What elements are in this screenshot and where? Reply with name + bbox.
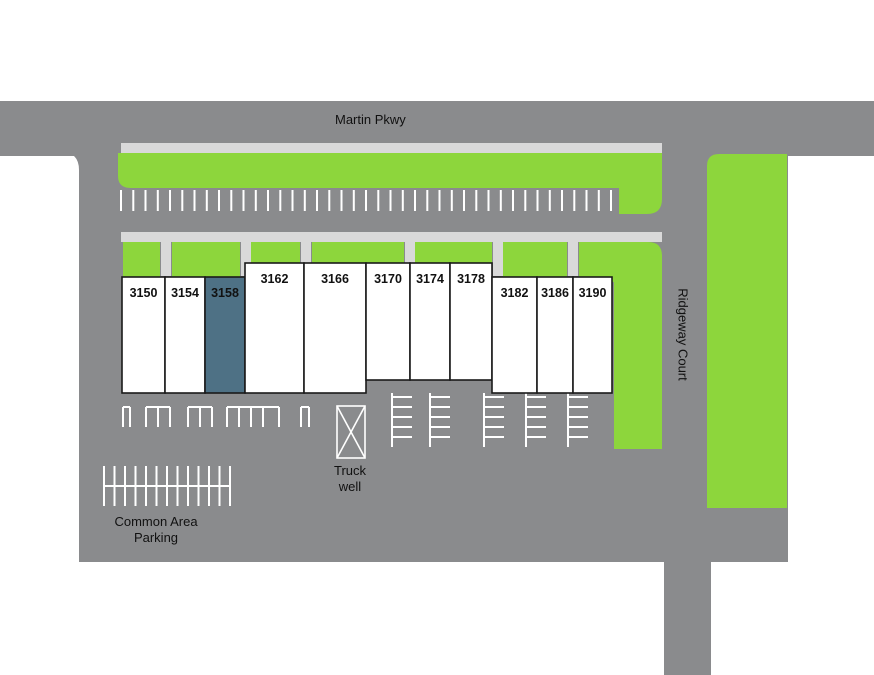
- curb-post-0: [161, 242, 171, 276]
- front-stall-group-1: [145, 406, 171, 427]
- unit-label-3158: 3158: [211, 286, 239, 300]
- unit-label-3154: 3154: [171, 286, 199, 300]
- truck-well-label: Truck well: [320, 463, 380, 495]
- unit-3186[interactable]: [536, 276, 574, 394]
- unit-label-3170: 3170: [374, 272, 402, 286]
- parking-stripes: [103, 190, 612, 506]
- unit-label-3150: 3150: [129, 286, 158, 300]
- north-curb: [121, 143, 662, 153]
- truck-well: [336, 405, 366, 459]
- unit-label-3186: 3186: [541, 286, 569, 300]
- unit-label-3162: 3162: [260, 272, 289, 286]
- curb-posts: [161, 242, 578, 276]
- inner-curb: [121, 232, 662, 242]
- unit-label-3174: 3174: [416, 272, 444, 286]
- martin-pkwy-label: Martin Pkwy: [335, 112, 406, 127]
- north-parking-row: [120, 190, 612, 211]
- north-grass-strip: [118, 153, 662, 214]
- unit-label-3182: 3182: [500, 286, 529, 300]
- common-area-parking-label: Common Area Parking: [96, 514, 216, 546]
- front-stall-group-4: [300, 406, 310, 427]
- unit-3158[interactable]: [204, 276, 246, 394]
- east-grass-strip: [614, 242, 662, 449]
- grass-block-1: [172, 242, 240, 282]
- front-stall-group-2: [187, 406, 213, 427]
- front-stall-group-3: [226, 406, 280, 427]
- stall-ladder-2: [483, 393, 504, 447]
- unit-3162[interactable]: [244, 262, 305, 394]
- unit-3166[interactable]: [303, 262, 367, 394]
- stall-ladder-4: [567, 393, 588, 447]
- unit-3170[interactable]: [365, 262, 411, 381]
- grass-block-6: [579, 242, 620, 282]
- common-area-line-1: Common Area: [114, 514, 198, 529]
- grass-block-5: [503, 242, 567, 282]
- unit-label-3178: 3178: [457, 272, 485, 286]
- stall-ladder-0: [391, 393, 412, 447]
- truck-well-line-2: well: [338, 479, 362, 494]
- unit-3178[interactable]: [449, 262, 493, 381]
- ridgeway-court-label: Ridgeway Court: [675, 288, 691, 381]
- truck-well-line-1: Truck: [333, 463, 367, 478]
- unit-3190[interactable]: [572, 276, 613, 394]
- ridgeway-grass: [707, 154, 787, 508]
- front-stall-group-0: [122, 406, 131, 427]
- stall-ladder-1: [429, 393, 450, 447]
- curb-post-3: [405, 242, 415, 276]
- unit-label-3190: 3190: [578, 286, 607, 300]
- common-area-line-2: Parking: [133, 530, 179, 545]
- stall-ladder-3: [525, 393, 546, 447]
- unit-3150[interactable]: [121, 276, 166, 394]
- grass-block-0: [123, 242, 160, 282]
- curb-post-5: [568, 242, 578, 276]
- curb-post-1: [241, 242, 251, 276]
- building-units: [121, 262, 613, 394]
- curb-post-2: [301, 242, 311, 276]
- common-area-parking-stripes: [103, 466, 231, 506]
- unit-3174[interactable]: [409, 262, 451, 381]
- curb-post-4: [493, 242, 503, 276]
- unit-label-3166: 3166: [321, 272, 349, 286]
